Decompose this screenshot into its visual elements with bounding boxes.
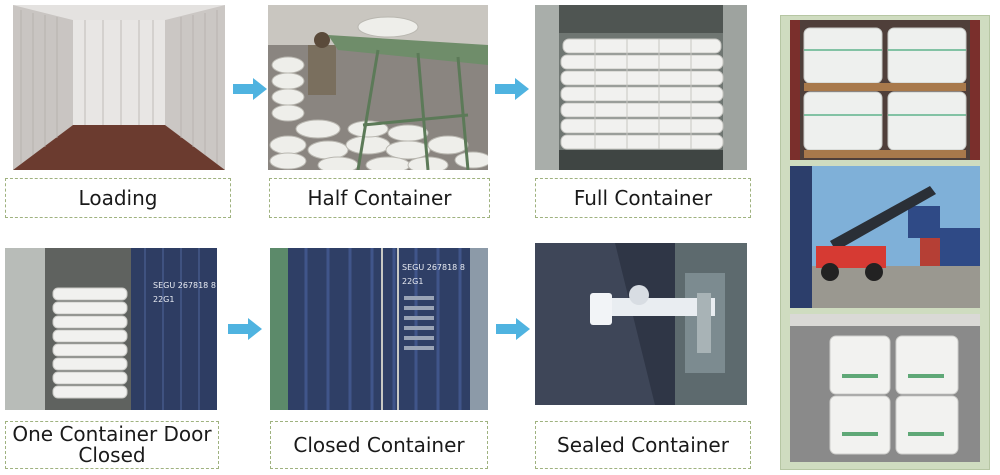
caption-text: Sealed Container <box>557 432 729 457</box>
container-type-code: 22G1 <box>402 277 423 286</box>
container-type-code: 22G1 <box>153 295 174 304</box>
caption-closed-container: Closed Container <box>270 421 488 469</box>
caption-full-container: Full Container <box>535 178 751 218</box>
photo-sealed-container <box>535 243 747 405</box>
caption-text: Full Container <box>573 185 713 210</box>
caption-text: Half Container <box>307 185 452 210</box>
caption-text: Closed Container <box>293 432 465 457</box>
arrow-right-icon <box>228 318 262 340</box>
arrow-right-icon <box>233 78 267 100</box>
caption-one-door-closed: One Container Door Closed <box>5 421 219 469</box>
photo-half-container <box>268 5 488 170</box>
photo-side-container-bags <box>790 20 980 160</box>
container-code: SEGU 267818 8 <box>402 263 465 272</box>
photo-side-reach-stacker <box>790 166 980 308</box>
container-code: SEGU 267818 8 <box>153 281 216 290</box>
caption-text: Loading <box>78 185 158 210</box>
arrow-right-icon <box>496 318 530 340</box>
caption-sealed-container: Sealed Container <box>535 421 751 469</box>
photo-full-container <box>535 5 747 170</box>
caption-loading: Loading <box>5 178 231 218</box>
arrow-right-icon <box>495 78 529 100</box>
photo-closed-container: SEGU 267818 8 22G1 <box>270 248 488 410</box>
caption-half-container: Half Container <box>269 178 490 218</box>
photo-side-jumbo-bags <box>790 314 980 462</box>
photo-loading <box>13 5 225 170</box>
photo-one-door-closed: SEGU 267818 8 22G1 <box>5 248 217 410</box>
caption-text: One Container Door Closed <box>12 422 212 467</box>
